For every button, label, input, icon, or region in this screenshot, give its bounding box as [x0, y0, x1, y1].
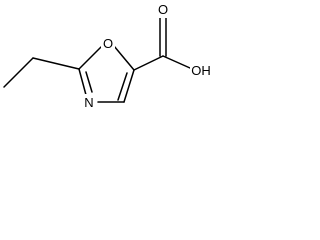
bond-ch2-c2 [32, 57, 80, 70]
ring-nitrogen-label: N [84, 95, 93, 110]
structure-canvas: O N O OH [0, 0, 218, 126]
bond-c2-o1 [78, 46, 102, 70]
ring-oxygen-label: O [103, 36, 113, 51]
ring-nitrogen-bg [82, 94, 96, 110]
bond-o1-c5 [113, 45, 135, 71]
bond-ch3-ch2 [3, 57, 34, 88]
hydroxyl-label: OH [191, 63, 211, 78]
bond-c5-carboxyl [133, 55, 164, 71]
bond-c5-c4-inner [117, 72, 128, 101]
bond-n3-c2-inner [85, 71, 93, 93]
bond-n3-c2 [78, 68, 87, 96]
hydroxyl-bg [190, 62, 214, 78]
ring-oxygen-bg [101, 35, 115, 51]
carbonyl-oxygen-label: O [158, 2, 168, 17]
carbonyl-oxygen-bg [156, 2, 170, 18]
bond-carboxyl-oh [162, 55, 191, 69]
bond-c5-c4 [123, 69, 135, 103]
molecule-diagram: O N O OH [3, 2, 214, 110]
